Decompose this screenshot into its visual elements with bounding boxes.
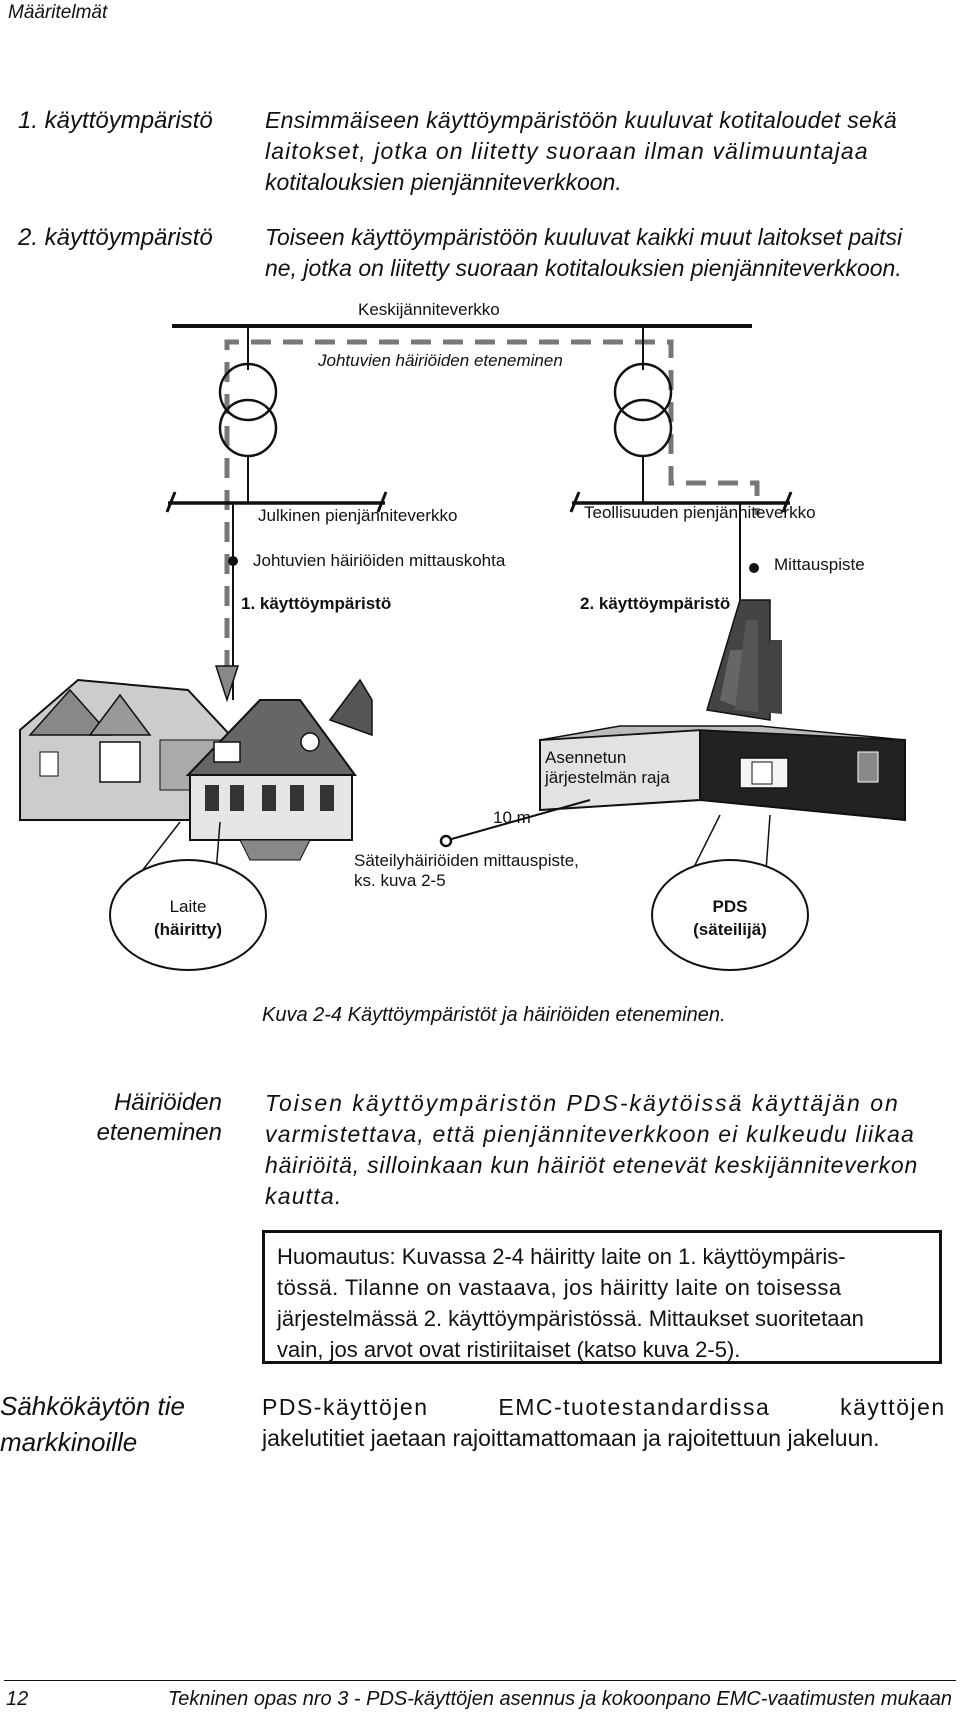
device-ellipse (109, 859, 267, 971)
env2-diagram-label: 2. käyttöympäristö (580, 594, 731, 613)
running-header: Määritelmät (8, 2, 108, 23)
note-box: Huomautus: Kuvassa 2-4 häiritty laite on… (262, 1230, 942, 1364)
distance-line (447, 799, 591, 841)
industrial-lv-label: Teollisuuden pienjänniteverkko (584, 503, 816, 522)
installation-limit-line: järjestelmän raja (545, 768, 670, 787)
house-background-icon (19, 678, 231, 821)
env1-line: kotitalouksien pienjänniteverkkoon. (265, 169, 622, 195)
env1-line: Ensimmäiseen käyttöympäristöön kuuluvat … (265, 107, 898, 133)
pds-label: PDS (säteilijä) (682, 895, 778, 941)
propagation-label: Häiriöiden eteneminen (20, 1088, 222, 1148)
transformer-2-primary-icon (613, 362, 673, 422)
measurement-point-label: Mittauspiste (774, 555, 865, 574)
propagation-line: varmistettava, että pienjänniteverkkoon … (265, 1121, 916, 1147)
market-paragraph: PDS-käyttöjen EMC-tuotestandardissa käyt… (262, 1392, 957, 1454)
conducted-path-line (224, 339, 760, 670)
conducted-measurement-point-icon (228, 556, 238, 566)
transformer-1-primary-icon (218, 362, 278, 422)
pds-label-line: PDS (712, 897, 748, 916)
env2-line: ne, jotka on liitetty suoraan kotitalouk… (265, 255, 902, 281)
pds-ellipse (651, 859, 809, 971)
conducted-point-label: Johtuvien häiriöiden mittauskohta (253, 551, 506, 570)
arrow-down-icon (214, 665, 240, 703)
house-icon (185, 678, 373, 861)
env1-line: laitokset, jotka on liitetty suoraan ilm… (265, 138, 869, 164)
mv-network-label: Keskijänniteverkko (358, 300, 500, 319)
propagation-paragraph: Toisen käyttöympäristön PDS-käytöissä kä… (265, 1088, 955, 1212)
pds-label-line: (säteilijä) (693, 920, 767, 939)
market-label-line: markkinoille (0, 1427, 138, 1457)
device-label-line: Laite (169, 897, 207, 916)
installation-limit-line: Asennetun (545, 748, 627, 767)
transformer-2-secondary-icon (613, 398, 673, 458)
market-line: PDS-käyttöjen EMC-tuotestandardissa käyt… (262, 1394, 946, 1420)
note-line: vain, jos arvot ovat ristiriitaiset (kat… (277, 1337, 741, 1362)
env2-line: Toiseen käyttöympäristöön kuuluvat kaikk… (265, 224, 903, 250)
device-label-line: (häiritty) (154, 920, 222, 939)
market-line: jakelutitiet jaetaan rajoittamattomaan j… (262, 1425, 880, 1451)
device-label: Laite (häiritty) (140, 895, 236, 941)
note-line: järjestelmässä 2. käyttöympäristössä. Mi… (277, 1306, 864, 1331)
propagation-label-line: eteneminen (96, 1119, 222, 1146)
factory-icon (539, 599, 906, 822)
emc-environment-diagram (19, 324, 906, 971)
propagation-label-line: Häiriöiden (113, 1089, 222, 1116)
env2-label: 2. käyttöympäristö (18, 224, 213, 251)
radiated-point-line: Säteilyhäiriöiden mittauspiste, (354, 851, 579, 870)
env2-paragraph: Toiseen käyttöympäristöön kuuluvat kaikk… (265, 222, 955, 284)
footer-divider (4, 1680, 956, 1681)
figure-caption: Kuva 2-4 Käyttöympäristöt ja häiriöiden … (262, 1004, 726, 1026)
page-number: 12 (6, 1688, 29, 1710)
footer-title: Tekninen opas nro 3 - PDS-käyttöjen asen… (167, 1688, 952, 1710)
propagation-line: häiriöitä, silloinkaan kun häiriöt etene… (265, 1152, 919, 1178)
env1-diagram-label: 1. käyttöympäristö (241, 594, 392, 613)
conducted-path-label: Johtuvien häiriöiden eteneminen (318, 351, 563, 370)
radiated-measurement-point-icon (439, 834, 453, 848)
note-line: Huomautus: Kuvassa 2-4 häiritty laite on… (277, 1244, 846, 1269)
env1-paragraph: Ensimmäiseen käyttöympäristöön kuuluvat … (265, 105, 955, 198)
note-line: tössä. Tilanne on vastaava, jos häiritty… (277, 1275, 842, 1300)
env1-label: 1. käyttöympäristö (18, 107, 213, 134)
installation-limit-label: Asennetun järjestelmän raja (545, 748, 670, 788)
radiated-point-label: Säteilyhäiriöiden mittauspiste, ks. kuva… (354, 851, 579, 891)
market-label-line: Sähkökäytön tie (0, 1391, 186, 1421)
propagation-line: Toisen käyttöympäristön PDS-käytöissä kä… (265, 1090, 900, 1116)
propagation-line: kautta. (265, 1183, 343, 1209)
market-label: Sähkökäytön tie markkinoille (0, 1388, 185, 1460)
public-lv-label: Julkinen pienjänniteverkko (258, 506, 458, 525)
radiated-point-line: ks. kuva 2-5 (354, 871, 446, 890)
distance-label: 10 m (493, 808, 531, 827)
measurement-point-icon (749, 563, 759, 573)
